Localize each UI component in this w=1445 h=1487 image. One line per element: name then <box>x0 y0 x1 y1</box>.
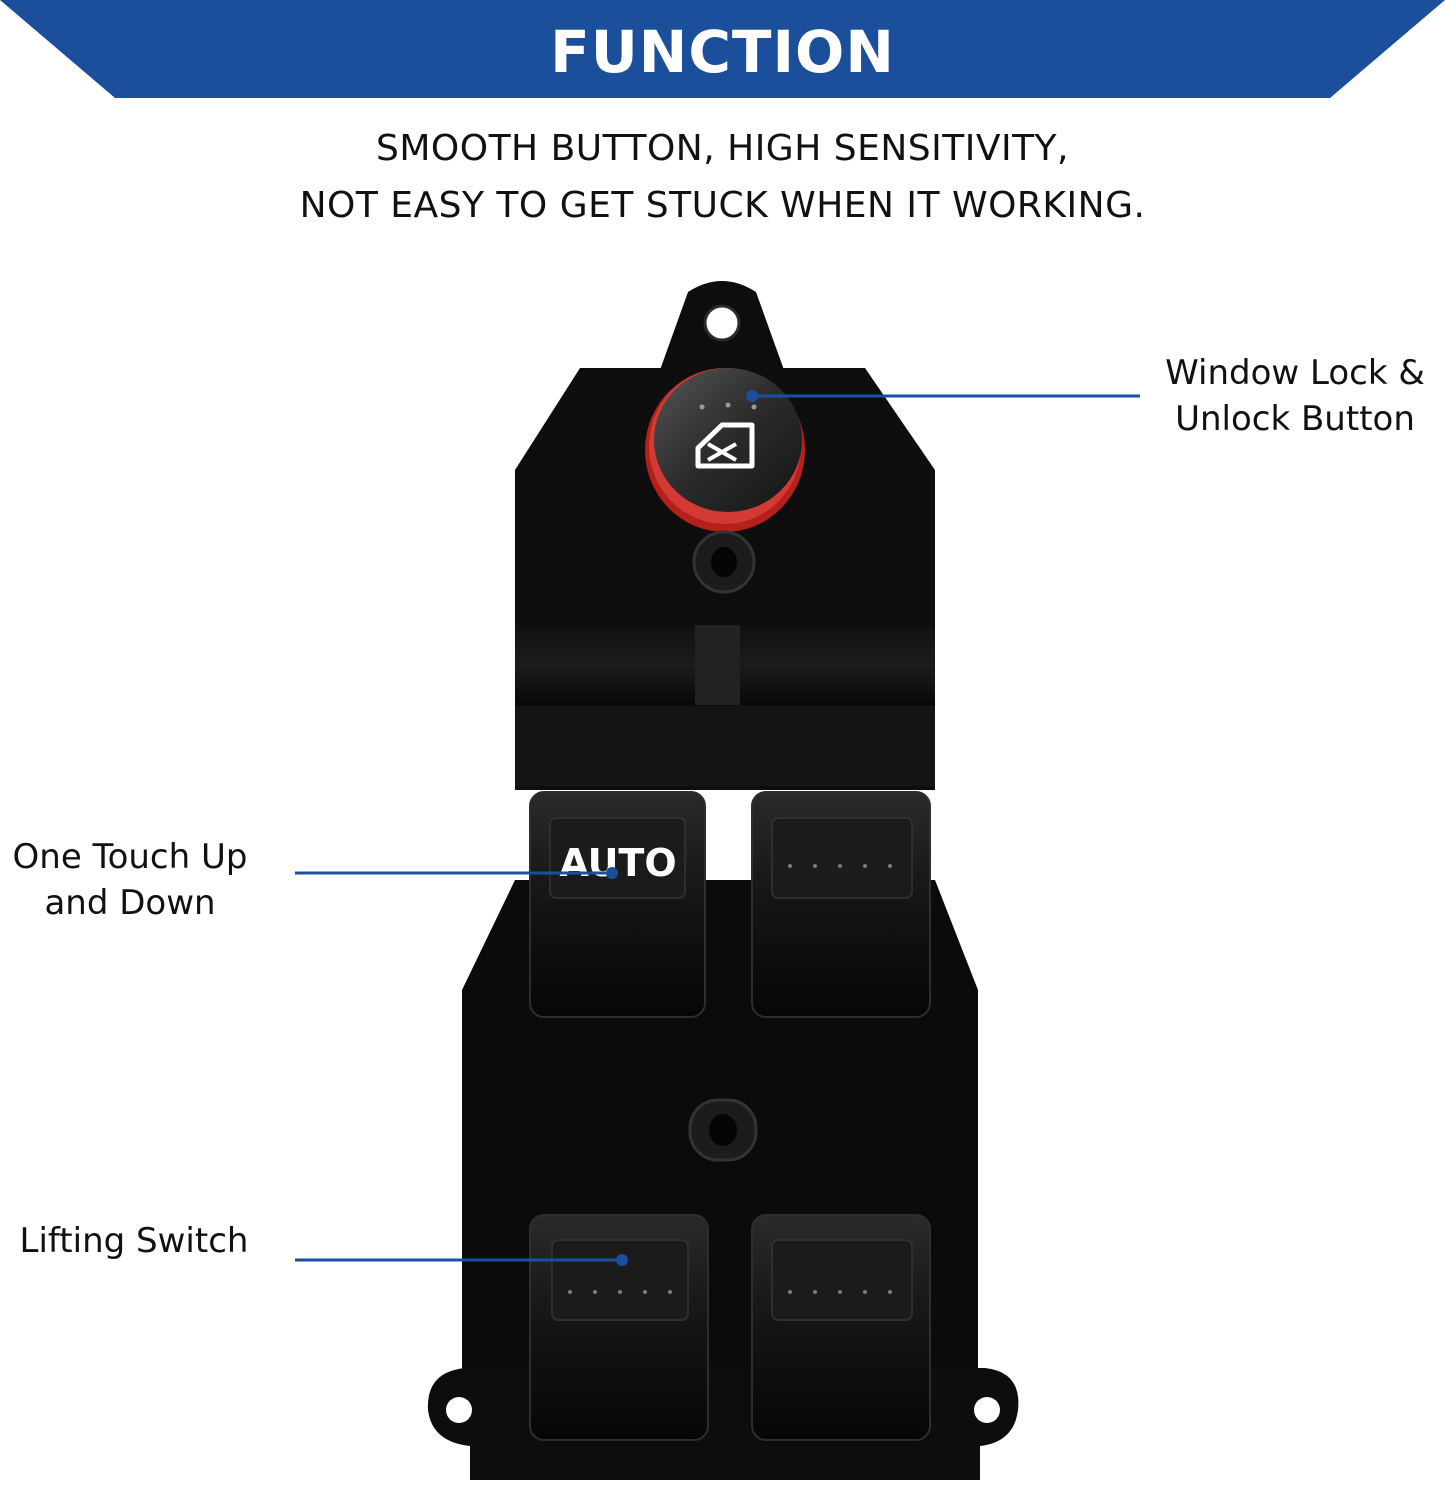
lifting-switch-rear-left[interactable] <box>529 1214 709 1441</box>
lifting-switch-rear-right[interactable] <box>751 1214 931 1441</box>
callout-lifting-switch-line-1: Lifting Switch <box>19 1221 249 1261</box>
auto-label: AUTO <box>559 841 676 885</box>
banner-shape <box>0 0 1445 98</box>
window-lock-button[interactable] <box>645 368 805 532</box>
callout-lifting-switch: Lifting Switch <box>0 1218 268 1264</box>
leader-dot-lift <box>616 1254 628 1266</box>
callout-window-lock-line-2: Unlock Button <box>1175 399 1415 439</box>
auto-switch-driver[interactable]: AUTO <box>529 791 706 1018</box>
function-banner: FUNCTION <box>0 0 1445 98</box>
leader-dot-lock <box>746 390 758 402</box>
callout-window-lock-line-1: Window Lock & <box>1165 353 1425 393</box>
upper-screw-hole <box>692 530 756 594</box>
top-mounting-tab <box>660 281 784 370</box>
passenger-switch-upper[interactable] <box>751 791 931 1018</box>
subtitle-line-2: NOT EASY TO GET STUCK WHEN IT WORKING. <box>299 185 1146 226</box>
leader-dot-auto <box>606 867 618 879</box>
flange-hole-right <box>974 1397 1000 1423</box>
callout-one-touch: One Touch Up and Down <box>0 834 260 926</box>
callout-one-touch-line-2: and Down <box>44 883 216 923</box>
leader-lines <box>295 390 1140 1266</box>
window-lock-icon <box>695 422 755 469</box>
banner-title: FUNCTION <box>550 18 895 86</box>
middle-bands <box>515 625 935 786</box>
lower-screw-hole <box>688 1098 758 1162</box>
subtitle-line-1: SMOOTH BUTTON, HIGH SENSITIVITY, <box>375 128 1069 169</box>
flange-hole-left <box>446 1397 472 1423</box>
callout-window-lock: Window Lock & Unlock Button <box>1150 350 1440 442</box>
callout-one-touch-line-1: One Touch Up <box>12 837 248 877</box>
